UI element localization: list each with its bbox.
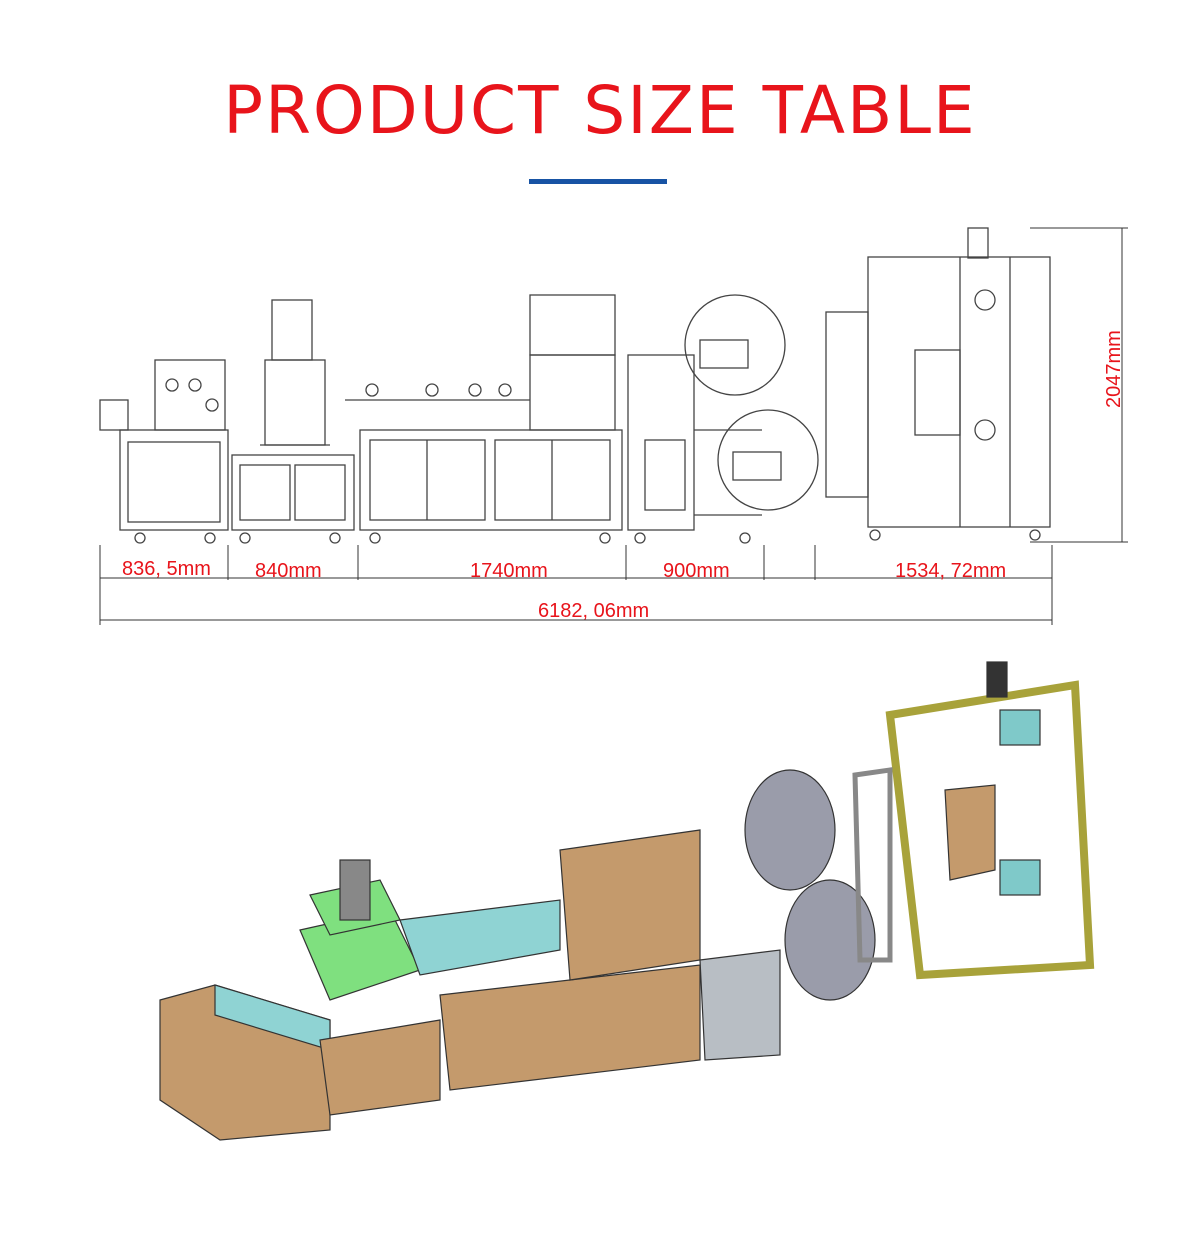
side-frame: [867, 256, 1051, 528]
machine-cabinet: [119, 429, 229, 531]
dimension-total-length: 6182, 06mm: [538, 600, 649, 622]
dimension-height: 2047mm: [1103, 330, 1125, 408]
dimension-segment-4: 900mm: [663, 560, 730, 582]
title-underline: [529, 179, 667, 184]
dimension-segment-2: 840mm: [255, 560, 322, 582]
isometric-machine-render: [159, 661, 1095, 1141]
page-title: PRODUCT SIZE TABLE: [223, 72, 977, 149]
dimension-side-width: 1534, 72mm: [895, 560, 1006, 582]
front-elevation-drawing: 836, 5mm 840mm 1740mm 900mm 1534, 72mm 6…: [99, 227, 1128, 625]
dimension-segment-3: 1740mm: [470, 560, 548, 582]
dimension-segment-1: 836, 5mm: [122, 558, 211, 580]
